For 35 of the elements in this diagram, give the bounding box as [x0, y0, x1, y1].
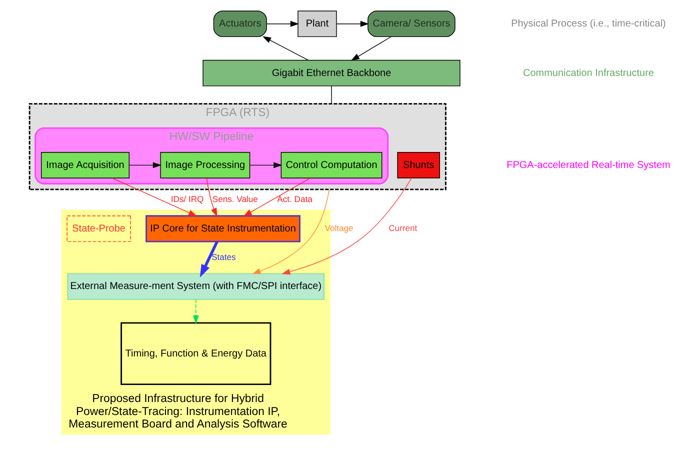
arrow — [281, 178, 412, 275]
node-box: Gigabit Ethernet Backbone — [202, 60, 460, 86]
arrow — [128, 162, 161, 168]
arrow — [192, 299, 198, 324]
node-box: State-Probe — [66, 216, 130, 242]
arrow — [266, 20, 298, 27]
arrow — [248, 162, 282, 168]
label: Communication Infrastructure — [522, 68, 654, 79]
connector — [330, 86, 332, 104]
node-box: Image Acquisition — [40, 152, 129, 178]
node-box: Timing, Function & Energy Data — [120, 322, 271, 386]
edge-label: States — [211, 252, 236, 262]
node-box: IP Core for State Instrumentation — [145, 215, 300, 242]
node-box: Camera/ Sensors — [367, 10, 455, 38]
arrow — [252, 189, 330, 274]
arrow — [242, 178, 310, 216]
node-box: Control Computation — [280, 152, 382, 178]
edge-label: Act. Data — [276, 194, 312, 204]
node-box: Actuators — [212, 10, 266, 38]
arrow — [112, 178, 197, 216]
node-box: Image Processing — [160, 152, 250, 178]
edge-label: Voltage — [324, 222, 353, 233]
arrow — [262, 36, 308, 61]
arrow — [350, 36, 391, 61]
label: FPGA-accelerated Real-time System — [506, 160, 670, 171]
arrow — [206, 178, 217, 217]
arrow — [336, 20, 368, 27]
edge-label: IDs/ IRQ — [170, 194, 204, 204]
edge-label: Sens. Value — [212, 194, 258, 204]
edge-label: Current — [388, 222, 417, 233]
arrow — [199, 241, 218, 278]
node-box: Plant — [297, 10, 336, 38]
node-box: Shunts — [396, 152, 440, 178]
label: Physical Process (i.e., time-critical) — [510, 18, 666, 30]
node-box: External Measure-ment System (with FMC/SPI interface) — [66, 273, 324, 300]
